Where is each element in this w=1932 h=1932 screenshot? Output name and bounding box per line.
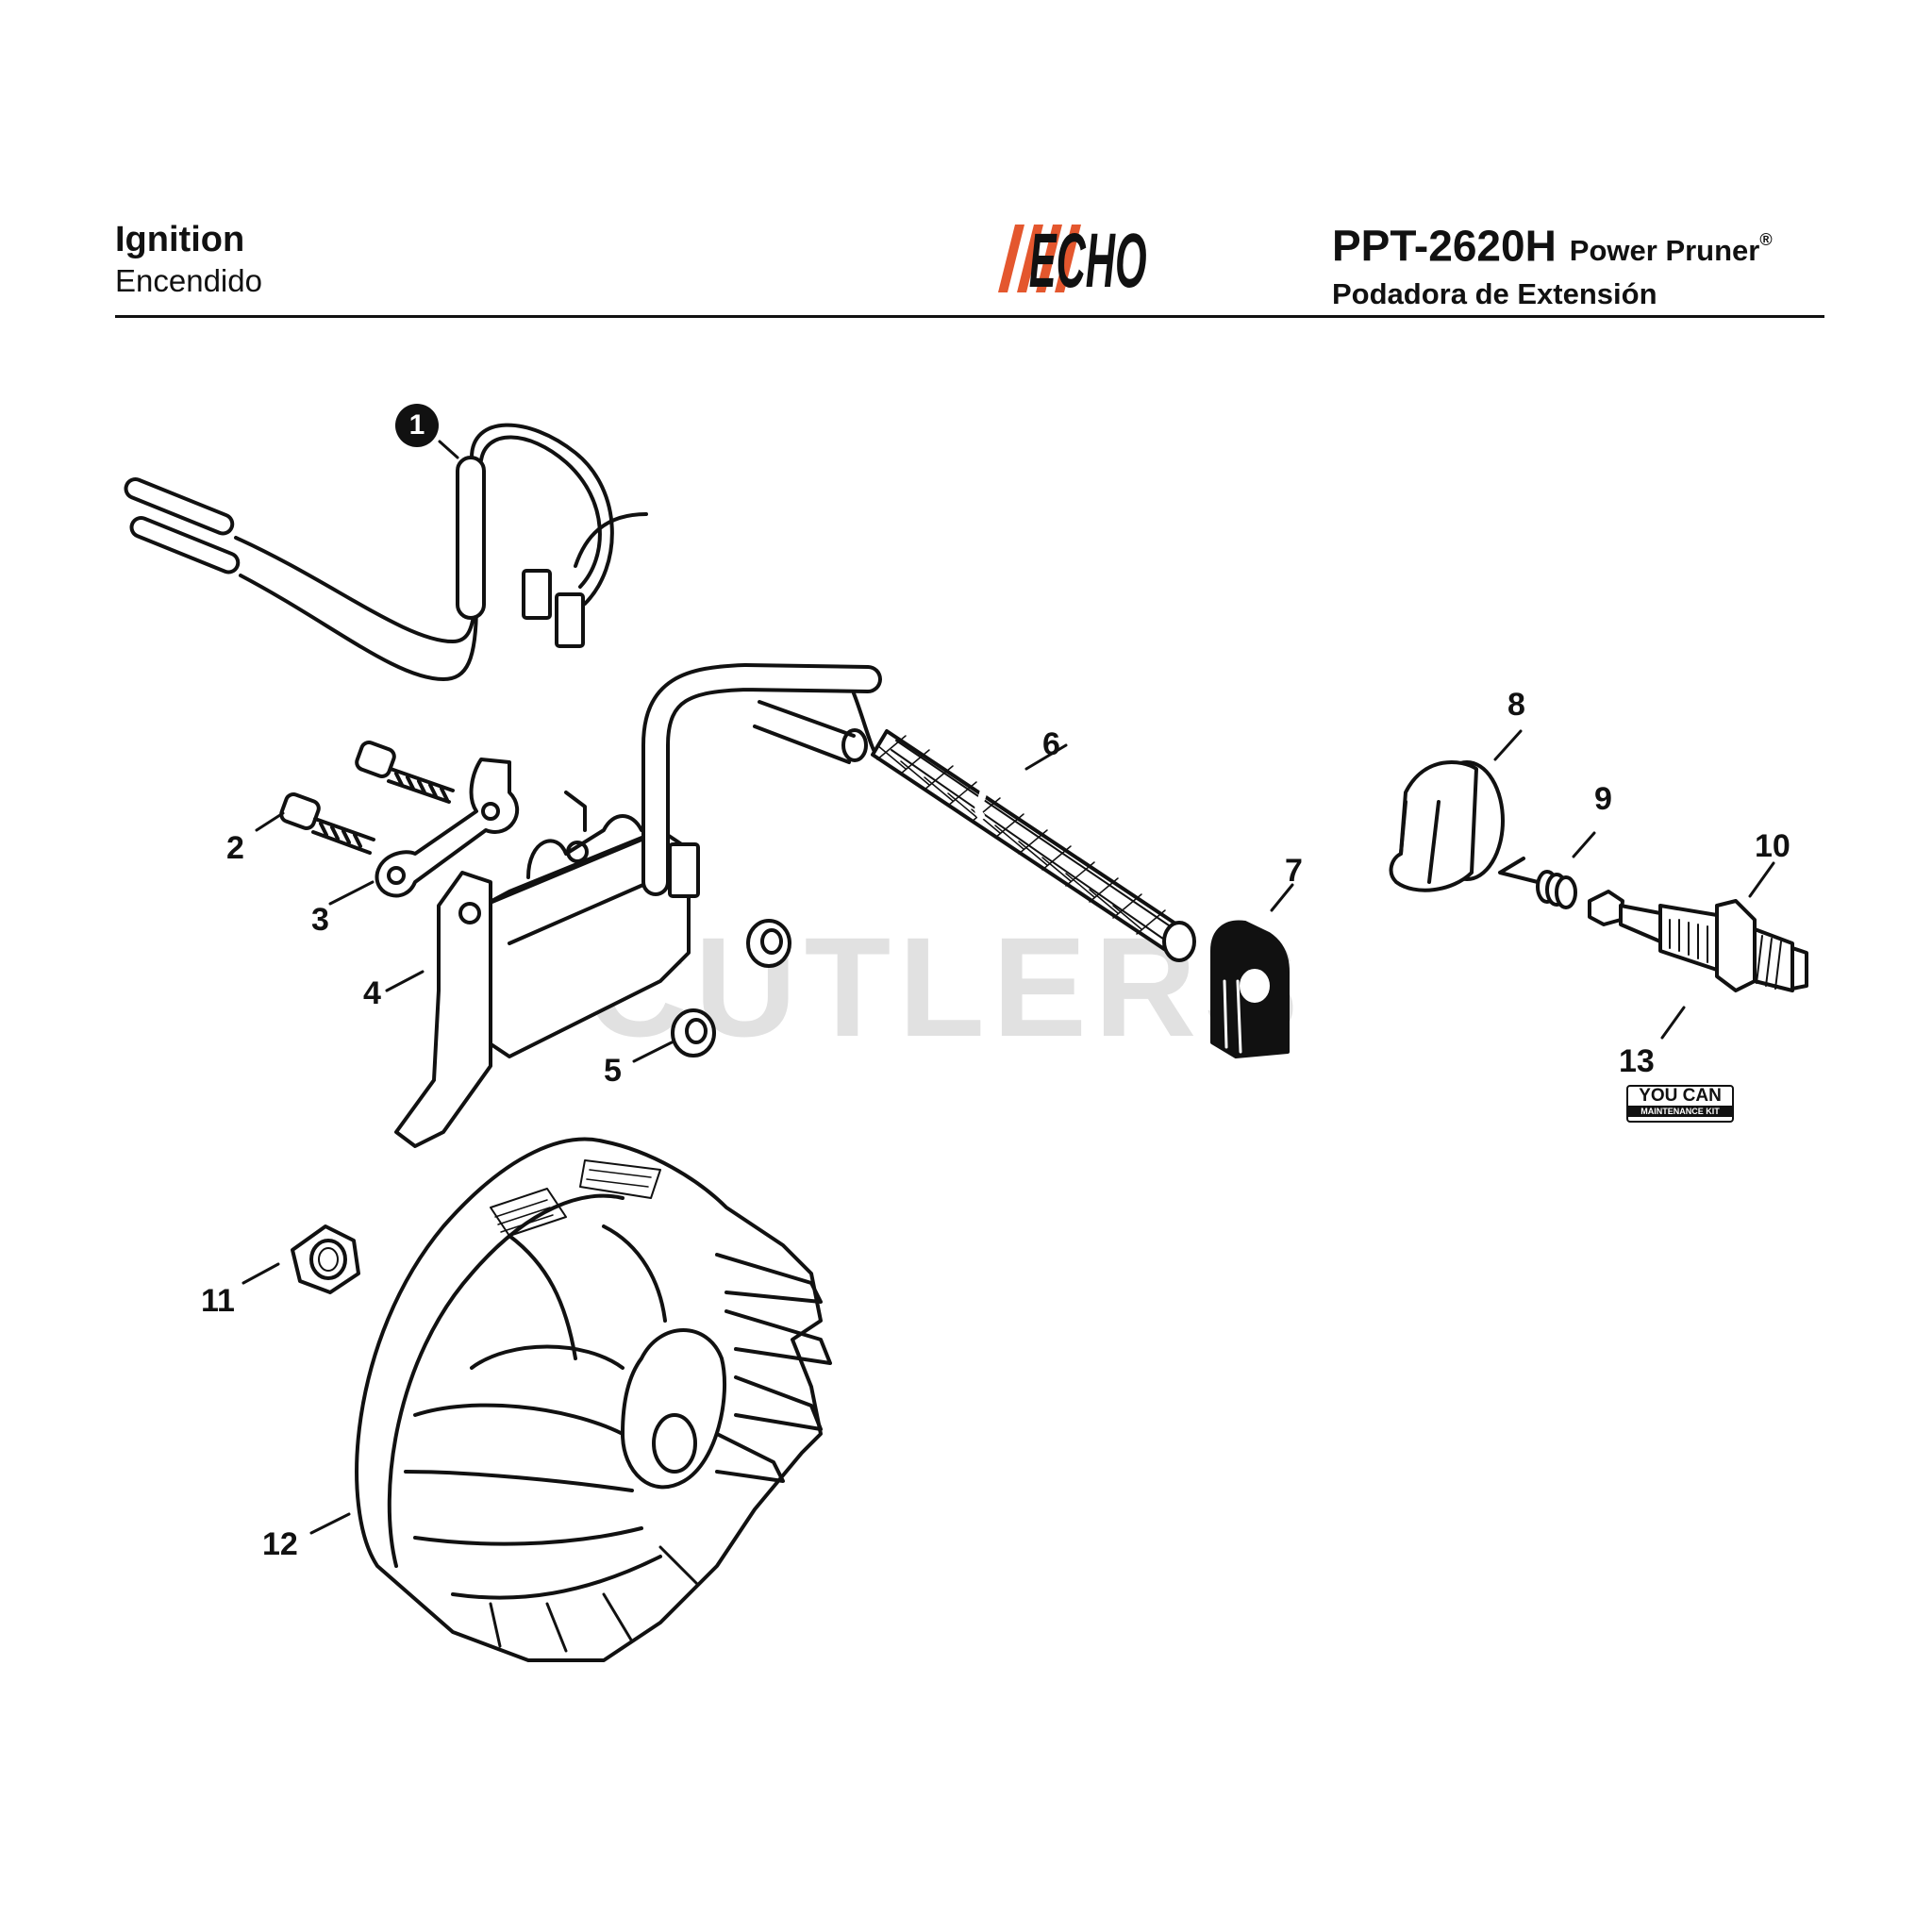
bolt-icon — [279, 741, 455, 855]
kit-badge-bottom: MAINTENANCE KIT — [1628, 1106, 1732, 1117]
washer-icon — [671, 919, 791, 1058]
ht-lead-icon — [641, 663, 882, 898]
callout-8: 8 — [1507, 687, 1525, 723]
insulation-tube-icon — [871, 729, 1196, 962]
callout-4: 4 — [363, 975, 381, 1011]
callout-9: 9 — [1594, 781, 1612, 817]
callout-7: 7 — [1285, 853, 1303, 889]
product-name: Power Pruner — [1569, 234, 1760, 268]
ground-terminal-icon — [375, 758, 520, 898]
model-block: PPT-2620H Power Pruner® Podadora de Exten… — [1332, 215, 1773, 313]
maintenance-kit-badge: YOU CAN MAINTENANCE KIT — [1626, 1085, 1734, 1123]
model-number: PPT-2620H — [1332, 221, 1557, 271]
callout-10: 10 — [1755, 828, 1790, 864]
kit-badge-top: YOU CAN — [1639, 1086, 1722, 1106]
registered-mark: ® — [1759, 230, 1773, 249]
leader-lines — [242, 440, 1775, 1535]
callout-12: 12 — [262, 1526, 298, 1562]
callout-2: 2 — [226, 830, 244, 866]
wire-harness-icon — [124, 423, 614, 681]
spark-plug-icon — [1588, 890, 1808, 992]
section-title-es: Encendido — [115, 263, 262, 298]
callout-11: 11 — [201, 1283, 235, 1319]
callout-13: 13 — [1619, 1043, 1655, 1079]
section-title: Ignition — [115, 220, 245, 259]
spark-plug-cap-icon — [1389, 759, 1505, 892]
echo-logo: ECHO — [998, 219, 1147, 298]
spring-icon — [1498, 857, 1577, 909]
callout-6: 6 — [1042, 726, 1060, 762]
callout-5: 5 — [604, 1053, 622, 1089]
flywheel-icon — [355, 1137, 832, 1662]
callout-3: 3 — [311, 902, 329, 938]
product-name-es: Podadora de Extensión — [1332, 277, 1657, 311]
section-header: Ignition Encendido — [115, 219, 262, 302]
nut-icon — [291, 1224, 360, 1294]
grommet-icon — [1210, 920, 1290, 1058]
header-rule — [115, 315, 1824, 318]
callout-1: 1 — [395, 404, 439, 447]
logo-stripes — [998, 225, 1081, 292]
brand-wordmark: ECHO — [1029, 219, 1147, 298]
